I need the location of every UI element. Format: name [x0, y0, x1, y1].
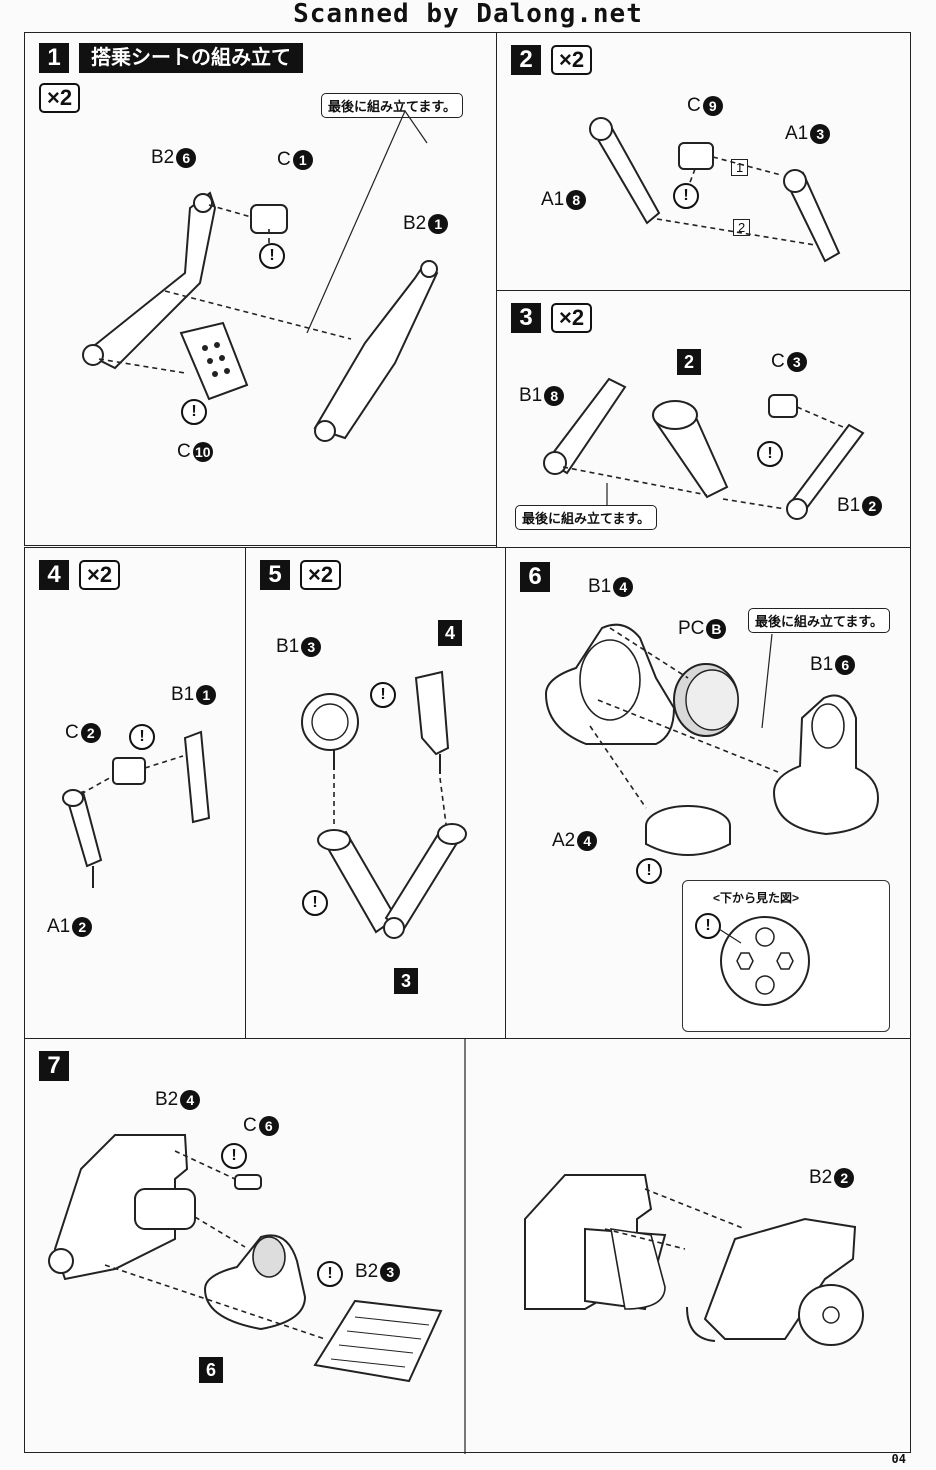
step-6-number: 6: [520, 562, 550, 592]
bottom-view-title: <下から見た図>: [713, 891, 800, 905]
caution-icon: !: [221, 1143, 247, 1169]
step-6-note: 最後に組み立てます。: [748, 608, 891, 633]
step-2-multiplier: ×2: [551, 45, 593, 75]
step-1-number: 1: [39, 43, 69, 73]
caution-icon: !: [370, 682, 396, 708]
caution-icon: !: [317, 1261, 343, 1287]
step-1-title: 搭乗シートの組み立て: [79, 43, 303, 73]
caution-icon: !: [259, 243, 285, 269]
step-4-multiplier: ×2: [79, 560, 121, 590]
step-3-number: 3: [511, 303, 541, 333]
step-6-illustration: [544, 623, 880, 856]
step-2-illustration: [589, 117, 841, 263]
caution-icon: !: [181, 399, 207, 425]
caution-icon: !: [673, 183, 699, 209]
step-5-illustration: [301, 670, 467, 939]
subassembly-marker: 2: [677, 349, 701, 375]
step-5-number: 5: [260, 560, 290, 590]
scan-credit-header: Scanned by Dalong.net: [293, 0, 643, 29]
step-1-note: 最後に組み立てます。: [321, 93, 464, 118]
caution-icon: !: [636, 858, 662, 884]
caution-icon: !: [695, 913, 721, 939]
caution-icon: !: [757, 441, 783, 467]
step-2-number: 2: [511, 45, 541, 75]
step-4-number: 4: [39, 560, 69, 590]
subassembly-marker: 4: [438, 620, 462, 646]
subassembly-marker: 6: [199, 1357, 223, 1383]
step-3-note: 最後に組み立てます。: [515, 505, 658, 530]
step-5-multiplier: ×2: [300, 560, 342, 590]
step-4-illustration: [62, 730, 211, 888]
bottom-view-diagram: [718, 916, 810, 1006]
step-3-illustration: [543, 377, 865, 520]
caution-icon: !: [302, 890, 328, 916]
step-1-multiplier: ×2: [39, 83, 81, 113]
sequence-marker: 1: [731, 159, 749, 176]
step-7-illustration: [48, 1039, 864, 1454]
step-1-illustration: [82, 110, 439, 442]
step-3-multiplier: ×2: [551, 303, 593, 333]
page-number: 04: [891, 1452, 906, 1466]
subassembly-marker: 3: [394, 968, 418, 994]
caution-icon: !: [129, 724, 155, 750]
step-7-number: 7: [39, 1051, 69, 1081]
bottom-view-inset: <下から見た図> !: [682, 880, 890, 1032]
